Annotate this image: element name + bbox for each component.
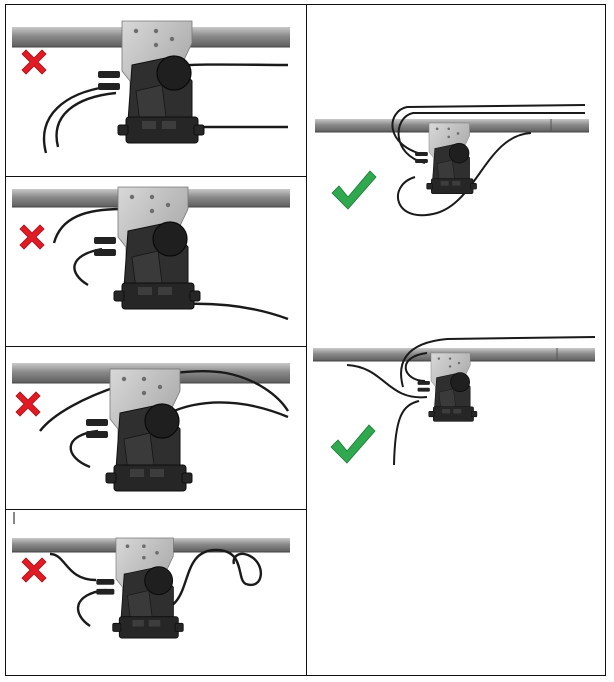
installation-diagram	[12, 363, 290, 492]
incorrect-panel	[6, 5, 306, 176]
incorrect-panel	[6, 510, 306, 675]
cable	[49, 552, 97, 582]
cable	[39, 370, 290, 432]
incorrect-panel	[6, 347, 306, 509]
cable	[73, 247, 103, 287]
cable	[393, 400, 420, 466]
cable	[55, 91, 117, 148]
row-divider	[5, 176, 306, 177]
microinverter	[417, 352, 478, 422]
incorrect-panel	[6, 177, 306, 346]
cable	[400, 336, 596, 388]
cross-icon	[21, 557, 47, 583]
cross-icon	[15, 391, 41, 417]
row-divider	[5, 509, 306, 510]
installation-diagram	[12, 186, 290, 321]
check-icon	[330, 424, 376, 464]
cable	[391, 104, 586, 156]
check-icon	[331, 170, 377, 210]
microinverter	[95, 537, 184, 639]
cable	[397, 132, 532, 217]
microinverter	[414, 122, 477, 195]
cable	[397, 112, 585, 164]
cable	[155, 548, 262, 612]
cross-icon	[19, 224, 45, 250]
comparison-table	[5, 4, 606, 676]
cross-icon	[21, 49, 47, 75]
installation-diagram	[12, 20, 290, 154]
cable	[404, 352, 428, 382]
microinverter	[85, 368, 193, 492]
correct-panel	[307, 5, 605, 675]
cable	[346, 364, 428, 399]
column-divider	[306, 4, 307, 676]
installation-diagram	[313, 104, 596, 466]
row-divider	[5, 346, 306, 347]
cable	[76, 588, 107, 627]
installation-diagram	[12, 512, 290, 639]
cable	[52, 207, 123, 244]
